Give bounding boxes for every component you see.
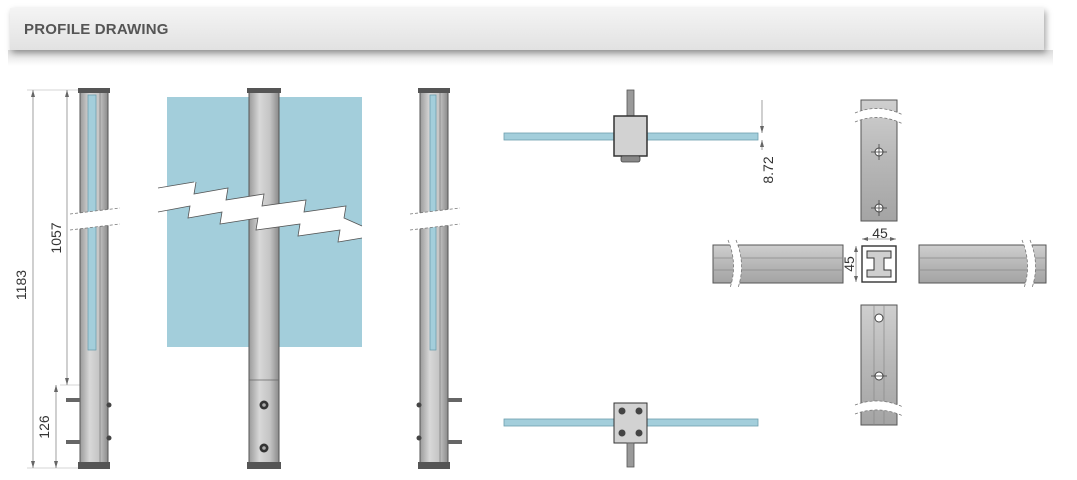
dimension-label-45-width: 45 [872,225,888,241]
cross-section-view: 45 45 [712,99,1047,426]
clamp-top-view: 8.72 [503,89,776,184]
dimension-label-126: 126 [36,415,52,439]
dimension-label-8-72: 8.72 [760,156,776,183]
post-side-view [66,88,121,469]
base-plate-view [503,402,759,468]
dimension-base-height: 126 [36,385,58,468]
section-title: PROFILE DRAWING [24,21,169,38]
section-header: PROFILE DRAWING [10,8,1044,50]
dimension-label-1057: 1057 [48,222,64,253]
dimension-label-1183: 1183 [13,270,29,300]
dimension-label-45-depth: 45 [841,256,857,272]
header-shadow [8,50,1053,66]
dimension-total-height: 1183 [13,89,80,469]
post-side-view-mirror [409,88,462,469]
post-front-view [157,88,363,469]
